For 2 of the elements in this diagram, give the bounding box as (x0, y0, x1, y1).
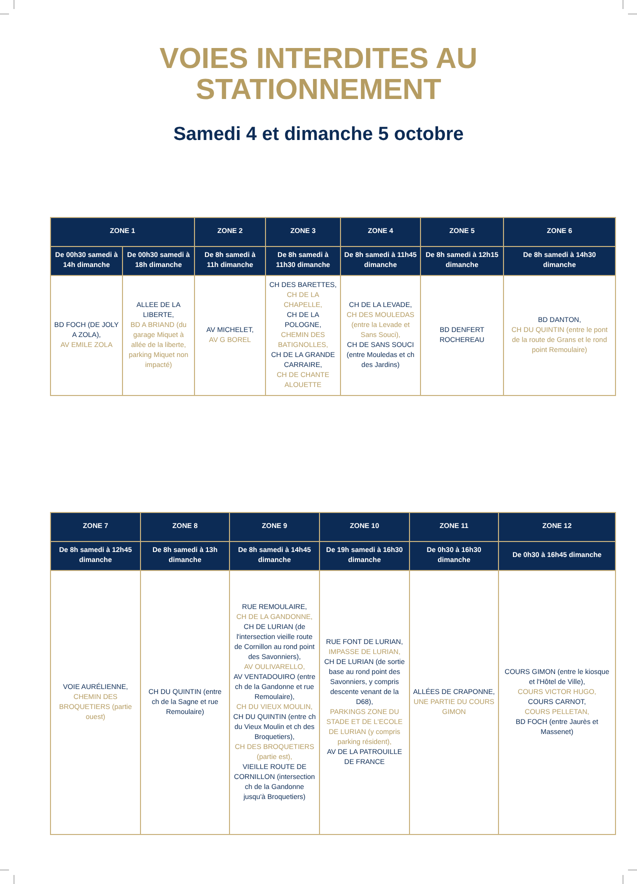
subtitle: Samedi 4 et dimanche 5 octobre (172, 124, 465, 146)
title: VOIES INTERDITES AU STATIONNEMENT (158, 44, 478, 106)
